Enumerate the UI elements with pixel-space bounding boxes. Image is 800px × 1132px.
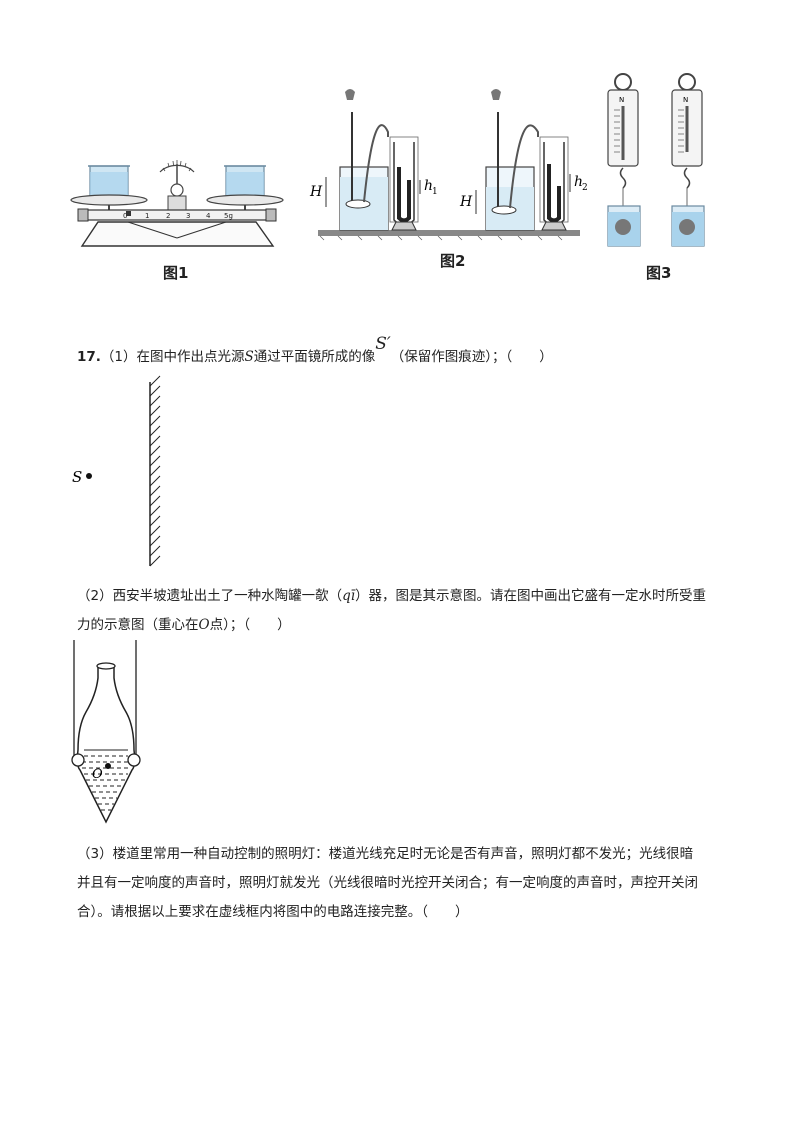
part2-line1-a: （2）西安半坡遗址出土了一种水陶罐一欹（: [77, 588, 343, 604]
part1-S-prime: S′: [375, 334, 391, 354]
scale-tick-5g: 5g: [224, 212, 233, 220]
q17-part1-text: 17.（1）在图中作出点光源S通过平面镜所成的像S′（保留作图痕迹）；（ ）: [77, 334, 553, 371]
q17-part2-line1: （2）西安半坡遗址出土了一种水陶罐一欹（qī）器，图是其示意图。请在图中画出它盛…: [77, 582, 706, 610]
label-h1: h: [424, 178, 433, 194]
part1-middle: 通过平面镜所成的像: [253, 349, 376, 365]
setup-2: H h 2: [459, 89, 588, 231]
spring-scale-1: N: [607, 73, 641, 247]
label-h1-subscript: 1: [432, 187, 438, 197]
q17-part3-line2: 并且有一定响度的声音时，照明灯就发光（光线很暗时光控开关闭合；有一定响度的声音时…: [77, 875, 698, 891]
part2-line1-b: ）器，图是其示意图。请在图中画出它盛有一定水时所受重: [355, 588, 707, 604]
part1-prefix: （1）在图中作出点光源: [100, 349, 245, 365]
q17-part3-line3: 合）。请根据以上要求在虚线框内将图中的电路连接完整。（ ）: [77, 904, 469, 920]
scale-tick-1: 1: [145, 212, 149, 220]
scale-tick-3: 3: [186, 212, 190, 220]
scale-2-N: N: [683, 96, 688, 104]
figure-1-balance: 0 1 2 3 4 5g: [70, 160, 284, 247]
left-beaker: [88, 165, 130, 199]
q17-part3-line1: （3）楼道里常用一种自动控制的照明灯：楼道光线充足时无论是否有声音，照明灯都不发…: [77, 846, 694, 862]
scale-tick-0: 0: [123, 212, 127, 220]
figure-2-caption: 图2: [440, 252, 466, 270]
label-h2: h: [574, 174, 583, 190]
part2-O: O: [198, 617, 210, 633]
label-h2-subscript: 2: [582, 183, 588, 193]
qi-vessel-figure: O: [71, 640, 141, 824]
figure-3-caption: 图3: [646, 264, 672, 282]
figure-3-spring-scales: N N: [607, 73, 705, 247]
scale-tick-4: 4: [206, 212, 211, 220]
label-O: O: [92, 767, 103, 782]
spring-scale-2: N: [671, 73, 705, 247]
setup-1: H h 1: [309, 89, 438, 231]
plane-mirror-figure: S: [72, 375, 161, 567]
scale-1-N: N: [619, 96, 624, 104]
part2-line2-a: 力的示意图（重心在: [77, 617, 199, 633]
part2-pinyin: qī: [342, 588, 356, 604]
part1-suffix: （保留作图痕迹）；（ ）: [390, 349, 553, 365]
part1-S: S: [244, 349, 254, 365]
label-H-1: H: [309, 184, 323, 200]
label-S: S: [72, 468, 82, 486]
light-source-point: [86, 473, 92, 479]
figure-1-caption: 图1: [163, 264, 189, 282]
figure-2-pressure-setup: H h 1 H h 2: [309, 89, 588, 241]
label-H-2: H: [459, 194, 473, 210]
question-number: 17.: [77, 349, 101, 365]
scale-tick-2: 2: [166, 212, 170, 220]
part2-line2-b: 点）；（ ）: [209, 617, 291, 633]
right-beaker: [224, 165, 266, 199]
q17-part2-line2: 力的示意图（重心在O点）；（ ）: [77, 611, 291, 639]
vessel-outline: [76, 666, 136, 824]
center-of-gravity-point: [105, 763, 111, 769]
